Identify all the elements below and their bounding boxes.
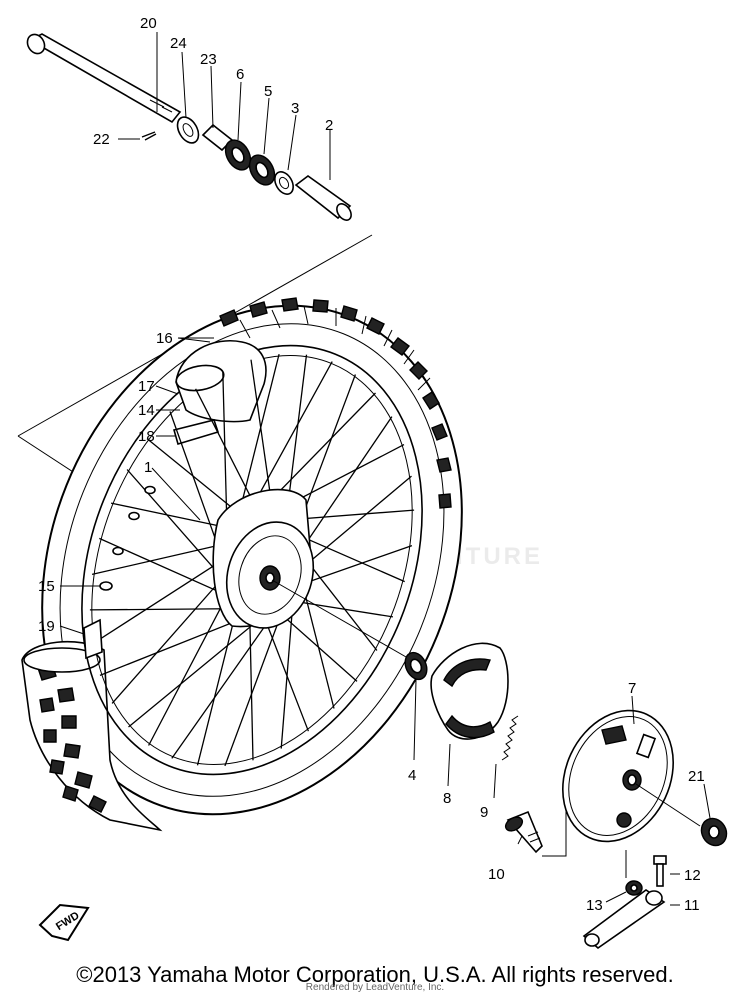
callout-2: 2 [325, 117, 333, 134]
fwd-arrow-icon: FWD [38, 903, 90, 942]
callout-20: 20 [140, 15, 157, 32]
copyright-notice: ©2013 Yamaha Motor Corporation, U.S.A. A… [76, 962, 674, 987]
callout-15: 15 [38, 578, 55, 595]
callout-11: 11 [684, 897, 700, 914]
callout-6: 6 [236, 66, 244, 83]
spoke-line [260, 608, 310, 732]
cam-lever-11[interactable] [582, 889, 666, 950]
rendered-by-notice: Rendered by LeadVenture, Inc. [305, 982, 445, 993]
spoke-line [91, 541, 234, 576]
brake-shoe-plate-7[interactable] [542, 692, 694, 859]
spoke-line [248, 605, 254, 761]
bearing-6[interactable] [220, 136, 255, 175]
oil-seal-4[interactable] [401, 649, 431, 683]
washer-13[interactable] [625, 880, 643, 896]
callout-19: 19 [38, 618, 55, 635]
axle-shaft[interactable] [24, 31, 182, 124]
wheel-hub[interactable] [212, 488, 326, 640]
callout-10: 10 [488, 866, 505, 883]
spoke-line [92, 555, 230, 645]
brake-shoe-8[interactable] [430, 642, 509, 740]
callout-12: 12 [684, 867, 701, 884]
oil-seal-3[interactable] [271, 169, 297, 198]
camshaft-10[interactable] [503, 810, 543, 854]
hub-spacer-2[interactable] [294, 175, 354, 223]
callout-17: 17 [138, 378, 155, 395]
axle-collar-24[interactable] [173, 113, 203, 146]
rim-lock-19[interactable] [83, 618, 103, 660]
bolt-12[interactable] [653, 855, 667, 887]
callout-24: 24 [170, 35, 187, 52]
callout-1: 1 [144, 459, 152, 476]
callout-13: 13 [586, 897, 603, 914]
spoke-line [111, 571, 229, 704]
cotter-pin-22[interactable] [141, 131, 157, 141]
callout-labels: 20 24 23 6 5 3 2 22 16 17 14 18 1 15 19 … [38, 15, 705, 914]
callout-23: 23 [200, 51, 217, 68]
callout-18: 18 [138, 428, 155, 445]
spoke-line [294, 475, 412, 575]
callout-21: 21 [688, 768, 705, 785]
callout-14: 14 [138, 402, 155, 419]
spoke-line [295, 416, 393, 559]
spoke-line [148, 585, 233, 746]
callout-4: 4 [408, 767, 416, 784]
callout-22: 22 [93, 131, 110, 148]
callout-9: 9 [480, 804, 488, 821]
callout-8: 8 [443, 790, 451, 807]
spring-9[interactable] [501, 715, 519, 761]
tube-14[interactable] [174, 340, 267, 423]
collar-21[interactable] [697, 814, 732, 850]
bearing-5[interactable] [244, 151, 279, 190]
callout-7: 7 [628, 680, 636, 697]
callout-16: 16 [156, 330, 173, 347]
callout-3: 3 [291, 100, 299, 117]
spoke-nipple-15[interactable] [99, 485, 156, 591]
callout-5: 5 [264, 83, 272, 100]
